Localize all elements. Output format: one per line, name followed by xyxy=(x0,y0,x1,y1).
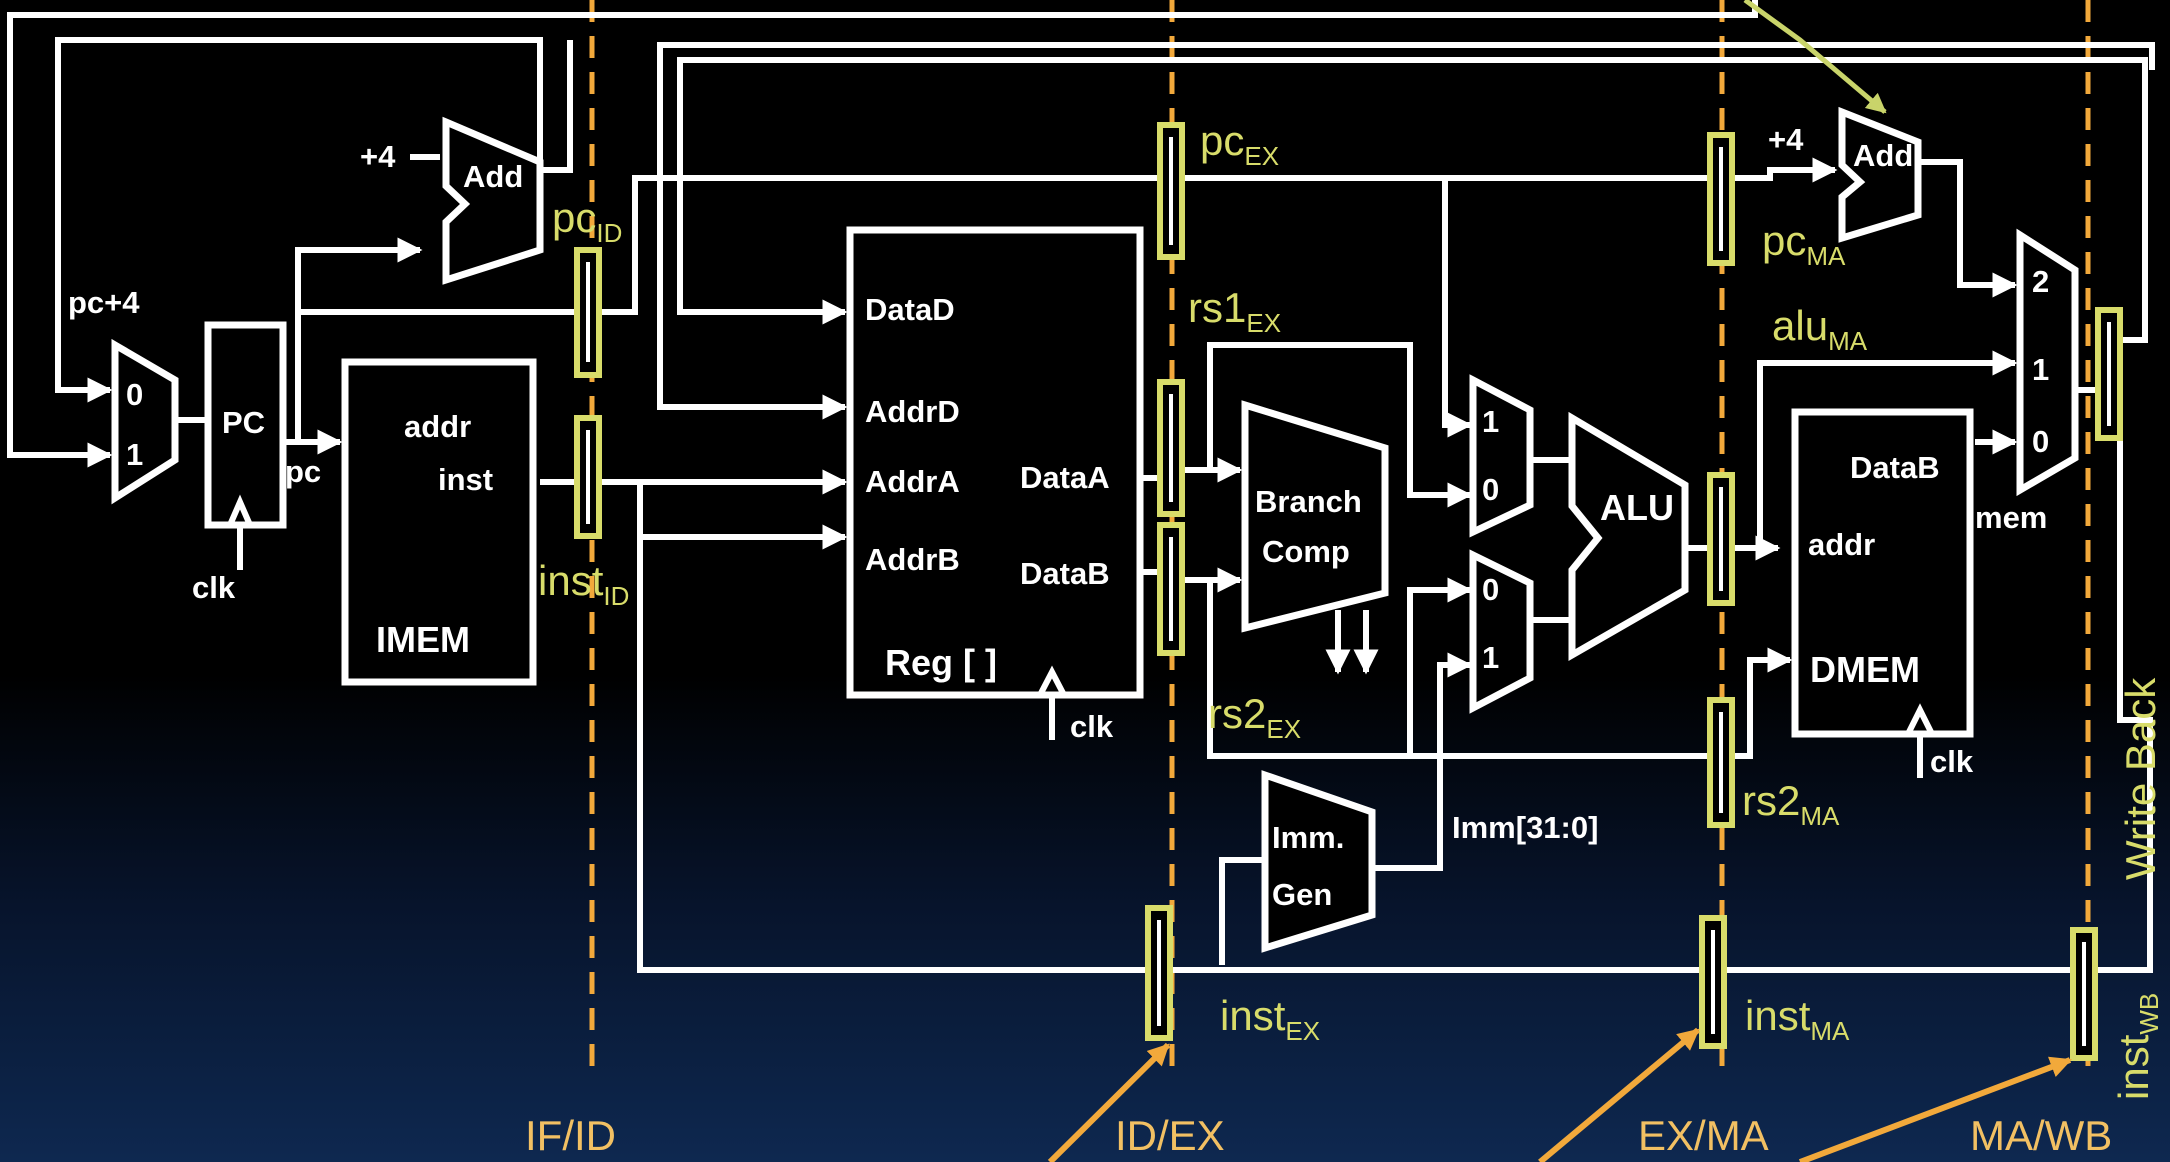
pcsel-input-1: 1 xyxy=(126,437,143,472)
pc-plus4-adder: Add +4 pc+4 xyxy=(68,116,544,320)
dataA-port: DataA xyxy=(1020,460,1110,495)
inst-id-label: instID xyxy=(538,557,629,611)
ma-pc-plus4-adder: Add +4 xyxy=(1768,106,1922,243)
asel-input-1: 1 xyxy=(1482,404,1499,439)
dmem-label: DMEM xyxy=(1810,649,1920,690)
adder2-label: Add xyxy=(1853,138,1913,173)
pc-ex-label: pcEX xyxy=(1200,117,1279,171)
dataB-port: DataB xyxy=(1020,556,1110,591)
stage-ma-wb: MA/WB xyxy=(1970,1112,2112,1159)
register-file: DataD AddrD AddrA AddrB DataA DataB Reg … xyxy=(846,226,1144,744)
wb-input-0: 0 xyxy=(2032,424,2049,459)
pc-clk-label: clk xyxy=(192,570,236,605)
imm-label: Imm[31:0] xyxy=(1452,810,1598,845)
mem-label: mem xyxy=(1975,500,2047,535)
alu-b-mux: 0 1 xyxy=(1469,549,1534,714)
alu-label: ALU xyxy=(1600,487,1674,528)
addrA-port: AddrA xyxy=(865,464,960,499)
regfile-clk-label: clk xyxy=(1070,709,1114,744)
alu-a-mux: 1 0 xyxy=(1469,374,1534,538)
instruction-memory: addr inst IMEM pc xyxy=(285,358,537,686)
imem-addr-port: addr xyxy=(404,409,471,444)
wb-input-2: 2 xyxy=(2032,264,2049,299)
addrD-port: AddrD xyxy=(865,394,960,429)
dmem-addr-port: addr xyxy=(1808,527,1875,562)
writeback-mux: 2 1 0 xyxy=(2016,228,2079,497)
pc-id-label: pcID xyxy=(552,194,622,248)
immgen-label-2: Gen xyxy=(1272,877,1332,912)
bsel-input-0: 0 xyxy=(1482,572,1499,607)
pcsel-input-0: 0 xyxy=(126,377,143,412)
stage-if-id: IF/ID xyxy=(525,1112,616,1159)
plus4-label: +4 xyxy=(360,139,396,174)
imem-inst-port: inst xyxy=(438,462,493,497)
stage-labels: IF/ID ID/EX EX/MA MA/WB xyxy=(525,1112,2112,1159)
imem-label: IMEM xyxy=(376,619,470,660)
regfile-label: Reg [ ] xyxy=(885,642,997,683)
stage-ex-ma: EX/MA xyxy=(1638,1112,1769,1159)
wires xyxy=(7,0,2155,973)
rs1-ex-label: rs1EX xyxy=(1188,284,1281,338)
pipeline-register-labels: pcID instID pcEX rs1EX rs2EX instEX pcMA… xyxy=(538,117,2164,1100)
pc-ma-label: pcMA xyxy=(1762,217,1846,271)
stage-id-ex: ID/EX xyxy=(1115,1112,1225,1159)
bsel-input-1: 1 xyxy=(1482,640,1499,675)
data-memory: DataB addr DMEM clk mem xyxy=(1791,408,2047,779)
pc-register: PC clk xyxy=(192,321,287,605)
write-back-label: Write Back xyxy=(2117,677,2164,880)
immgen-label-1: Imm. xyxy=(1272,820,1344,855)
alu-ma-label: aluMA xyxy=(1772,302,1868,356)
inst-ma-label: instMA xyxy=(1745,992,1850,1046)
wb-input-1: 1 xyxy=(2032,352,2049,387)
inst-ex-label: instEX xyxy=(1220,992,1320,1046)
asel-input-0: 0 xyxy=(1482,472,1499,507)
rs2-ma-label: rs2MA xyxy=(1742,777,1840,831)
pc-label: PC xyxy=(222,405,265,440)
dmem-clk-label: clk xyxy=(1930,744,1974,779)
alu: ALU xyxy=(1568,411,1689,662)
rs2-ex-label: rs2EX xyxy=(1208,690,1301,744)
branch-label-2: Comp xyxy=(1262,534,1350,569)
pc-out-label: pc xyxy=(285,454,321,489)
immediate-generator: Imm. Gen Imm[31:0] xyxy=(1261,770,1598,953)
pointer-arrows xyxy=(1047,0,2073,1162)
dmem-dataB-port: DataB xyxy=(1850,450,1940,485)
dataD-port: DataD xyxy=(865,292,955,327)
plus4-2-label: +4 xyxy=(1768,122,1804,157)
branch-label-1: Branch xyxy=(1255,484,1362,519)
pipeline-registers xyxy=(574,122,2123,1061)
adder-label: Add xyxy=(463,159,523,194)
branch-comparator: Branch Comp xyxy=(1241,400,1389,633)
addrB-port: AddrB xyxy=(865,542,960,577)
pc-plus4-label: pc+4 xyxy=(68,285,140,320)
pc-select-mux: 0 1 xyxy=(111,338,179,505)
inst-wb-label: instWB xyxy=(2110,993,2164,1100)
